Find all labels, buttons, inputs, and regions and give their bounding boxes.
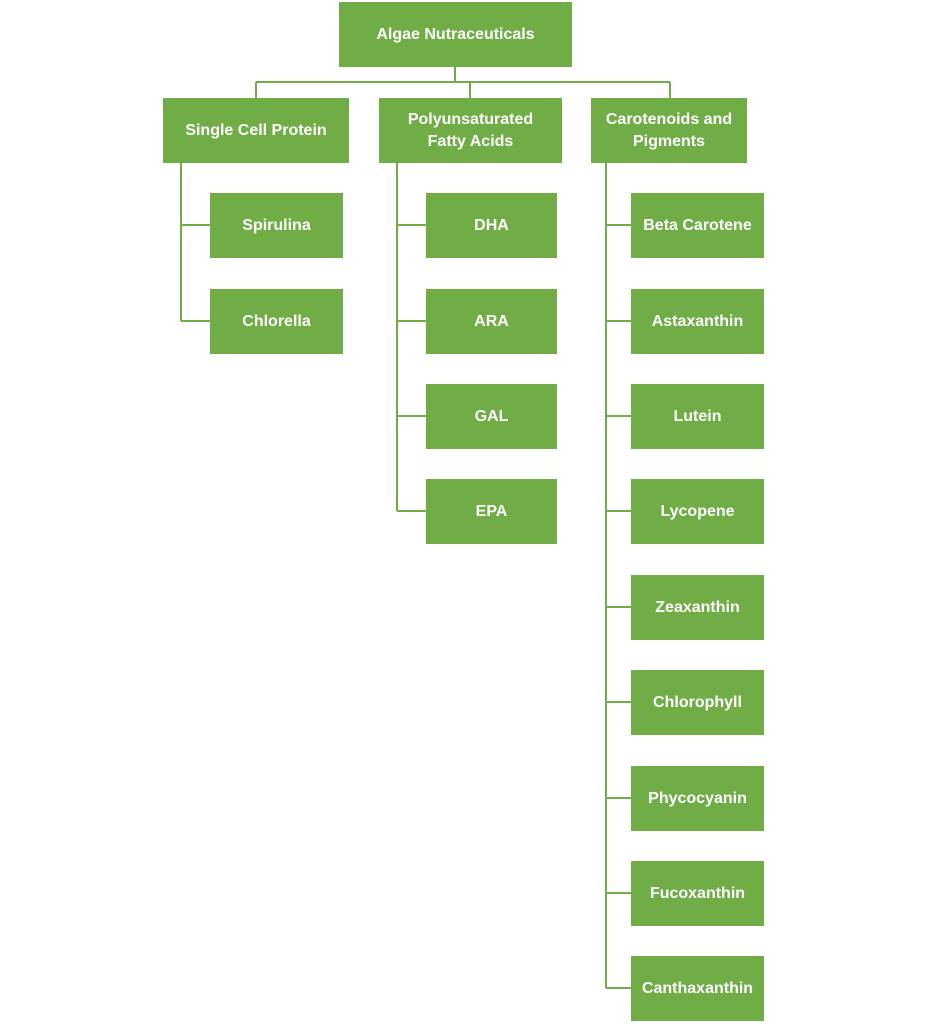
leaf-node-phycocyanin: Phycocyanin [631,766,764,831]
root-label: Algae Nutraceuticals [376,25,535,43]
leaf-node-lycopene: Lycopene [631,479,764,544]
leaf-label: Beta Carotene [643,216,752,234]
leaf-node-lutein: Lutein [631,384,764,449]
leaf-label: EPA [475,502,508,520]
group-node-polyunsaturated-fatty-acids: Polyunsaturated Fatty Acids [379,98,562,163]
leaf-node-astaxanthin: Astaxanthin [631,289,764,354]
leaf-node-dha: DHA [426,193,557,258]
leaf-node-chlorella: Chlorella [210,289,343,354]
leaf-label: Lutein [673,407,722,425]
leaf-label: Lycopene [660,502,735,520]
leaf-node-gal: GAL [426,384,557,449]
leaf-label: DHA [474,216,509,234]
leaf-node-chlorophyll: Chlorophyll [631,670,764,735]
leaf-label: Spirulina [242,216,311,234]
group-label: Carotenoids and Pigments [605,110,733,150]
leaf-label: Zeaxanthin [655,598,740,616]
group-node-carotenoids-and-pigments: Carotenoids and Pigments [591,98,747,163]
group-node-single-cell-protein: Single Cell Protein [163,98,349,163]
leaf-label: GAL [474,407,509,425]
leaf-node-fucoxanthin: Fucoxanthin [631,861,764,926]
leaf-label: Fucoxanthin [649,884,746,902]
root-node: Algae Nutraceuticals [339,2,572,67]
leaf-node-canthaxanthin: Canthaxanthin [631,956,764,1021]
leaf-node-ara: ARA [426,289,557,354]
leaf-label: Astaxanthin [651,312,744,330]
leaf-node-epa: EPA [426,479,557,544]
group-label: Single Cell Protein [185,121,327,139]
leaf-label: Chlorella [242,312,311,330]
leaf-label: ARA [474,312,509,330]
leaf-node-zeaxanthin: Zeaxanthin [631,575,764,640]
leaf-node-spirulina: Spirulina [210,193,343,258]
leaf-node-beta-carotene: Beta Carotene [631,193,764,258]
leaf-label: Chlorophyll [653,693,742,711]
leaf-label: Phycocyanin [648,789,747,807]
group-label: Polyunsaturated Fatty Acids [407,110,534,150]
leaf-label: Canthaxanthin [641,979,754,997]
